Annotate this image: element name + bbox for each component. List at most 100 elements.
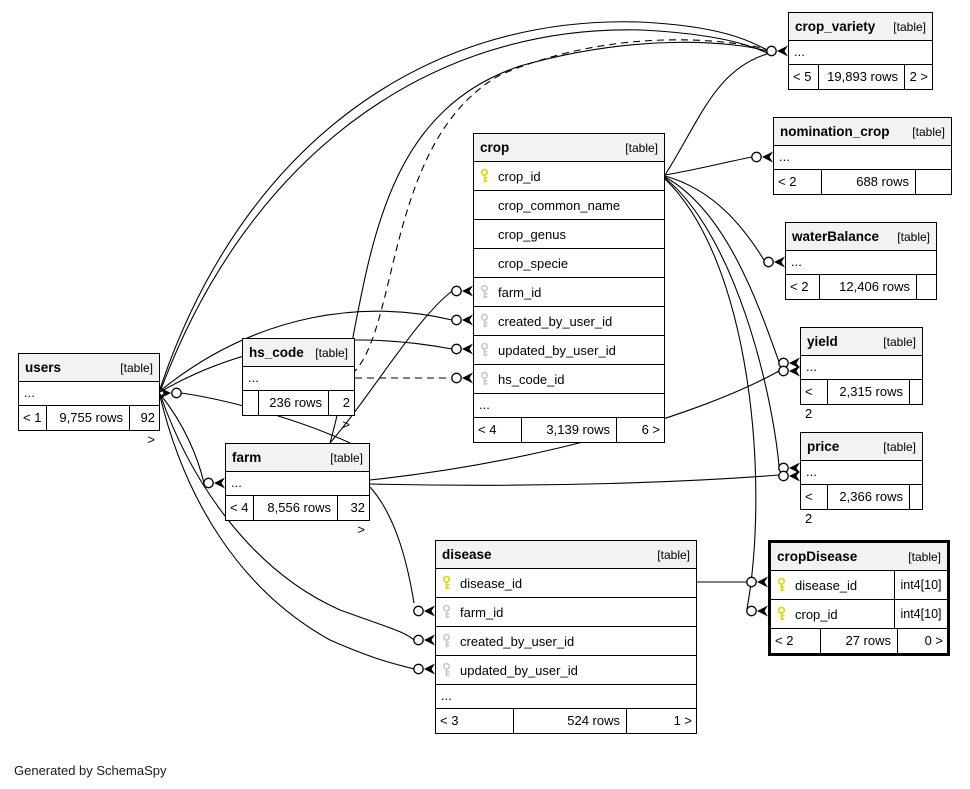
row-count: 12,406 rows xyxy=(839,279,910,294)
columns-ellipsis: ... xyxy=(786,251,936,275)
table-cropdisease[interactable]: cropDisease [table] disease_id int4[10] … xyxy=(768,540,950,656)
table-name: users xyxy=(25,360,62,375)
children-count[interactable]: 92 > xyxy=(129,406,159,447)
children-count[interactable]: 0 > xyxy=(897,629,947,653)
parents-count[interactable]: < 2 xyxy=(771,629,821,653)
table-yield[interactable]: yield [table] ... < 2 2,315 rows xyxy=(800,327,923,421)
relationship-line xyxy=(159,393,205,484)
column-name: crop_genus xyxy=(498,226,566,242)
children-count[interactable]: 2 > xyxy=(328,391,354,432)
column-row: crop_id xyxy=(474,162,664,191)
table-header[interactable]: waterBalance [table] xyxy=(786,223,936,251)
children-count[interactable]: 2 > xyxy=(904,65,932,89)
row-count: 9,755 rows xyxy=(59,410,123,425)
parents-count xyxy=(243,391,259,415)
table-footer: < 1 9,755 rows 92 > xyxy=(19,406,159,447)
table-footer: < 3 524 rows 1 > xyxy=(436,709,696,733)
table-header[interactable]: nomination_crop [table] xyxy=(774,118,951,146)
table-farm[interactable]: farm [table] ... < 4 8,556 rows 32 > xyxy=(225,443,370,537)
column-name: crop_common_name xyxy=(498,197,621,213)
table-header[interactable]: yield [table] xyxy=(801,328,922,356)
column-name: disease_id xyxy=(460,575,523,591)
parents-count[interactable]: < 2 xyxy=(801,485,828,526)
table-name: disease xyxy=(442,547,492,562)
table-footer: < 2 688 rows xyxy=(774,170,951,194)
table-hs-code[interactable]: hs_code [table] ... 236 rows 2 > xyxy=(242,338,355,432)
parents-count[interactable]: < 2 xyxy=(786,275,820,299)
columns-ellipsis: ... xyxy=(474,394,664,418)
table-waterbalance[interactable]: waterBalance [table] ... < 2 12,406 rows xyxy=(785,222,937,300)
columns-ellipsis: ... xyxy=(801,461,922,485)
column-row: farm_id xyxy=(474,278,664,307)
table-type-label: [table] xyxy=(315,345,348,360)
table-name: crop xyxy=(480,140,510,155)
table-type-label: [table] xyxy=(625,140,658,155)
table-header[interactable]: users [table] xyxy=(19,354,159,382)
column-row: crop_common_name xyxy=(474,191,664,220)
table-type-label: [table] xyxy=(883,334,916,349)
foreign-key-icon xyxy=(441,633,460,649)
column-row: crop_genus xyxy=(474,220,664,249)
children-count xyxy=(915,170,951,194)
table-header[interactable]: cropDisease [table] xyxy=(771,543,947,571)
columns-ellipsis: ... xyxy=(774,146,951,170)
crowfoot-circle-icon xyxy=(751,150,774,164)
column-name: crop_id xyxy=(498,168,541,184)
table-name: price xyxy=(807,439,840,454)
parents-count[interactable]: < 4 xyxy=(474,418,522,442)
crowfoot-circle-icon xyxy=(766,44,789,58)
table-crop[interactable]: crop [table] crop_id crop_common_name cr… xyxy=(473,133,665,443)
column-name: crop_id xyxy=(795,606,838,622)
parents-count[interactable]: < 3 xyxy=(436,709,514,733)
foreign-key-icon xyxy=(479,313,498,329)
crowfoot-circle-icon xyxy=(159,386,182,400)
table-users[interactable]: users [table] ... < 1 9,755 rows 92 > xyxy=(18,353,160,447)
table-type-label: [table] xyxy=(330,450,363,465)
column-row: disease_id xyxy=(436,569,696,598)
table-type-label: [table] xyxy=(893,19,926,34)
column-name: updated_by_user_id xyxy=(460,662,578,678)
crowfoot-circle-icon xyxy=(413,604,436,618)
table-header[interactable]: farm [table] xyxy=(226,444,369,472)
parents-count[interactable]: < 2 xyxy=(774,170,822,194)
children-count[interactable]: 32 > xyxy=(337,496,369,537)
crowfoot-circle-icon xyxy=(451,313,474,327)
table-nomination-crop[interactable]: nomination_crop [table] ... < 2 688 rows xyxy=(773,117,952,195)
parents-count[interactable]: < 5 xyxy=(789,65,819,89)
column-row: created_by_user_id xyxy=(436,627,696,656)
column-row: created_by_user_id xyxy=(474,307,664,336)
crowfoot-circle-icon xyxy=(451,342,474,356)
table-header[interactable]: disease [table] xyxy=(436,541,696,569)
foreign-key-icon xyxy=(479,371,498,387)
row-count: 8,556 rows xyxy=(267,500,331,515)
parents-count[interactable]: < 2 xyxy=(801,380,828,421)
table-crop-variety[interactable]: crop_variety [table] ... < 5 19,893 rows… xyxy=(788,12,933,90)
table-name: hs_code xyxy=(249,345,304,360)
relationship-line xyxy=(159,395,415,670)
column-name: farm_id xyxy=(498,284,542,300)
primary-key-icon xyxy=(776,577,795,593)
primary-key-icon xyxy=(479,168,498,184)
parents-count[interactable]: < 1 xyxy=(19,406,47,430)
children-count[interactable]: 6 > xyxy=(616,418,664,442)
primary-key-icon xyxy=(441,575,460,591)
table-header[interactable]: crop_variety [table] xyxy=(789,13,932,41)
foreign-key-icon xyxy=(441,604,460,620)
table-type-label: [table] xyxy=(897,229,930,244)
column-name: updated_by_user_id xyxy=(498,342,616,358)
relationship-line xyxy=(664,176,780,363)
crowfoot-circle-icon xyxy=(778,356,801,370)
relationship-line xyxy=(159,21,768,390)
table-name: nomination_crop xyxy=(780,124,890,139)
children-count[interactable]: 1 > xyxy=(626,709,696,733)
columns-ellipsis: ... xyxy=(19,382,159,406)
table-name: cropDisease xyxy=(777,549,858,564)
parents-count[interactable]: < 4 xyxy=(226,496,254,520)
table-disease[interactable]: disease [table] disease_id farm_id creat… xyxy=(435,540,697,734)
generated-by-note: Generated by SchemaSpy xyxy=(14,763,167,778)
table-type-label: [table] xyxy=(657,547,690,562)
table-header[interactable]: hs_code [table] xyxy=(243,339,354,367)
table-header[interactable]: price [table] xyxy=(801,433,922,461)
table-price[interactable]: price [table] ... < 2 2,366 rows xyxy=(800,432,923,526)
table-header[interactable]: crop [table] xyxy=(474,134,664,162)
